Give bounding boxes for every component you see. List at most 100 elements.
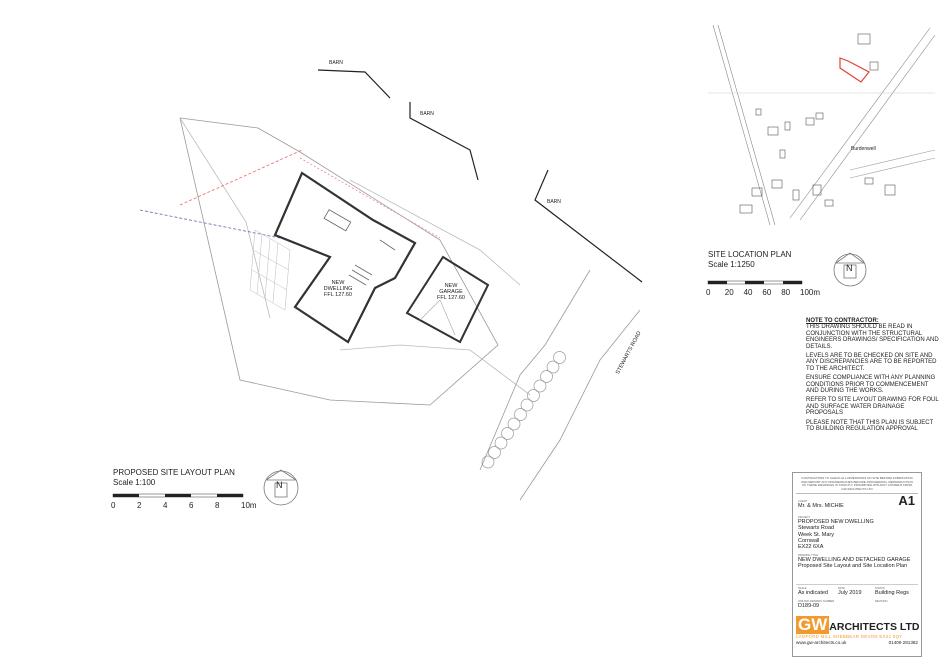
title-block: CONTRACTORS TO CHECK ALL DIMENSIONS ON S… [792,472,922,657]
location-plan-title: SITE LOCATION PLAN Scale 1:1250 [708,250,791,270]
drawing-title-line: NEW DWELLING AND DETACHED GARAGE [798,557,911,563]
north-label-location: N [846,263,853,273]
drawing-title-line: Proposed Site Layout and Site Location P… [798,563,908,570]
scale-tick-label: 0 [706,288,711,297]
site-plan [139,117,531,406]
drawing-title: NEW DWELLING AND DETACHED GARAGE Propose… [798,557,910,570]
dwelling-label-1: NEW [331,280,345,286]
scale-bar-site [112,493,244,498]
garage-label-3: FFL 127.60 [437,295,465,301]
dwelling-label: NEW DWELLING FFL 127.60 [318,280,358,298]
garage-label: NEW GARAGE FFL 127.60 [431,283,471,301]
hedge-shrub [501,427,514,440]
barn-outline-1 [317,69,391,99]
client: Mr. & Mrs. MICHIE [798,503,844,509]
firm-address: LADFORD MILL SHEBBEAR DEVON EX21 5QY [796,634,903,639]
barn-label-2: BARN [420,111,434,117]
scale-tick-label: 0 [111,501,116,510]
location-map [708,24,936,226]
fence-line [179,117,271,319]
barn-outline-2 [409,102,479,181]
site-location-outline [839,57,870,83]
site-plan-title-text: PROPOSED SITE LAYOUT PLAN [113,468,235,477]
job-value: D189-09 [798,603,820,609]
drawing-title-label: DRAWING TITLE [798,554,819,557]
hedge-shrub [507,417,521,431]
site-plan-title: PROPOSED SITE LAYOUT PLAN Scale 1:100 [113,468,235,488]
location-plan-scale: Scale 1:1250 [708,260,755,269]
project: PROPOSED NEW DWELLING Stewarts Road Week… [798,519,874,550]
sheet-size: A1 [898,493,915,508]
date-label: DATE [838,587,845,590]
scale-tick-label: 80 [781,288,791,297]
scale-value: As indicated [798,590,828,596]
north-label-site: N [276,480,283,490]
project-line: PROPOSED NEW DWELLING [798,519,874,525]
project-line: Cornwall [798,537,820,544]
barn-outline-3 [534,169,643,283]
new-garage [405,255,490,344]
barn-label-1: BARN [329,60,343,66]
scale-tick-label: 10m [241,501,257,510]
hedge-shrub [533,379,547,393]
project-line: Stewarts Road [798,525,835,532]
hedge-shrub [520,398,534,412]
driveway [339,344,531,396]
status-value: Building Regs [875,590,909,596]
hedge [481,351,566,469]
contractor-notes: NOTE TO CONTRACTOR: THIS DRAWING SHOULD … [806,318,940,436]
note: ENSURE COMPLIANCE WITH ANY PLANNING COND… [806,375,936,395]
dwelling-label-3: FFL 127.60 [324,292,352,298]
hedge-shrub [514,408,527,421]
road-edges [349,179,641,501]
note: PLEASE NOTE THAT THIS PLAN IS SUBJECT TO… [806,419,934,433]
notes-heading: NOTE TO CONTRACTOR: [806,318,879,324]
scale-tick-label: 8 [215,501,220,510]
hedge-shrub [553,351,566,364]
place-label: Burdenwell [851,146,876,152]
firm-contact: www.gw-architects.co.uk 01409 281362 [796,640,918,646]
phone: 01409 281362 [888,640,918,645]
drain-run [299,157,441,239]
scale-bar-location [707,280,803,285]
location-plan-title-text: SITE LOCATION PLAN [708,250,792,259]
job-label: JOB AND DRAWING NUMBER [798,600,835,603]
status-label: STATUS [875,587,885,590]
hedge-shrub [481,455,495,469]
paving [249,229,291,311]
note: LEVELS ARE TO BE CHECKED ON SITE AND ANY… [806,353,937,372]
hedge-shrub [546,360,560,374]
scale-tick-label: 40 [743,288,753,297]
scale-tick-label: 2 [137,501,142,510]
firm-logo-mark: GW [796,615,830,634]
garage-label-1: NEW [444,283,458,289]
scale-label: SCALE [798,587,807,590]
scale-tick-label: 4 [163,501,168,510]
drain-line-foul [179,149,303,206]
revision-label: REVISION [875,600,888,603]
client-label: CLIENT [798,500,808,503]
scale-tick-label: 100m [800,288,821,297]
firm-name: ARCHITECTS LTD [829,621,920,633]
hedge-shrub [494,436,508,450]
north-arrow-site [263,469,299,506]
hedge-shrub [527,389,540,402]
drain-line-surface [139,209,281,239]
date-value: July 2019 [838,590,862,596]
dwelling-label-2: DWELLING [323,286,353,292]
new-dwelling [273,171,417,344]
scale-tick-label: 20 [724,288,734,297]
note: THIS DRAWING SHOULD BE READ IN CONJUNCTI… [806,324,939,350]
barns [317,69,643,283]
website: www.gw-architects.co.uk [796,640,847,645]
barn-label-3: BARN [547,199,561,205]
disclaimer: CONTRACTORS TO CHECK ALL DIMENSIONS ON S… [801,476,913,491]
north-arrow-location [833,252,867,287]
site-boundary [179,117,499,406]
garage-label-2: GARAGE [439,289,463,295]
hedge-shrub [488,446,501,459]
hedge-shrub [540,370,553,383]
